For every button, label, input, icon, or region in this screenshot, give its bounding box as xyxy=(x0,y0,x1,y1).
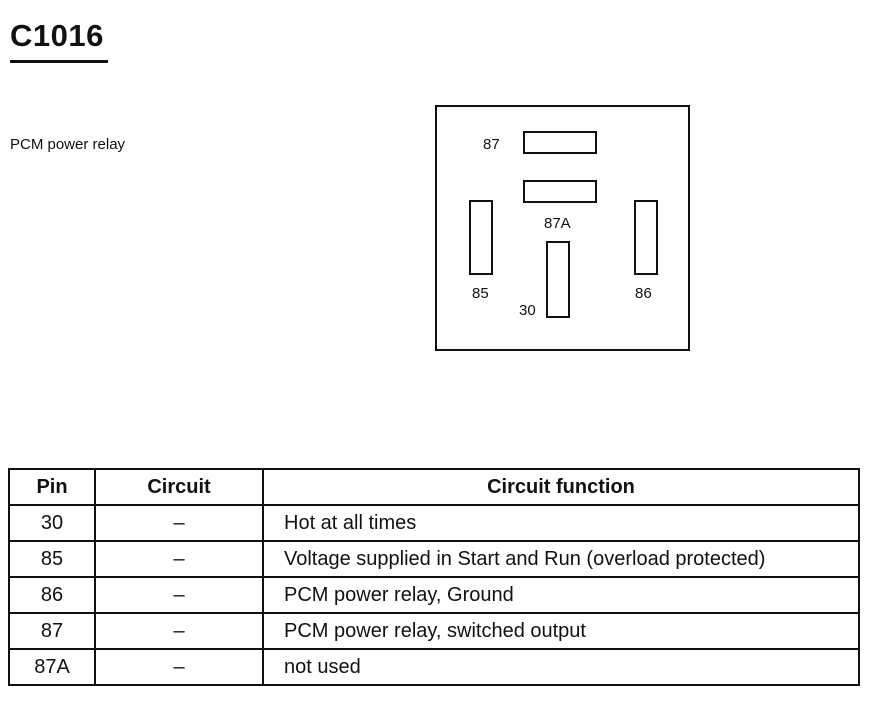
title-underline xyxy=(10,60,108,63)
column-header-circuit: Circuit xyxy=(94,468,264,506)
terminal-30-label: 30 xyxy=(519,302,536,319)
terminal-30 xyxy=(546,241,570,318)
cell-circuit: – xyxy=(94,576,264,614)
cell-circuit-function: Hot at all times xyxy=(262,504,860,542)
cell-pin: 87A xyxy=(8,648,96,686)
cell-circuit: – xyxy=(94,540,264,578)
pin-table: Pin Circuit Circuit function 30 – Hot at… xyxy=(8,468,860,686)
cell-pin: 86 xyxy=(8,576,96,614)
cell-circuit: – xyxy=(94,648,264,686)
terminal-87 xyxy=(523,131,597,154)
cell-circuit: – xyxy=(94,504,264,542)
cell-circuit-function: PCM power relay, switched output xyxy=(262,612,860,650)
connector-id-title: C1016 xyxy=(10,18,104,53)
cell-circuit-function: PCM power relay, Ground xyxy=(262,576,860,614)
column-header-circuit-function: Circuit function xyxy=(262,468,860,506)
cell-circuit-function: Voltage supplied in Start and Run (overl… xyxy=(262,540,860,578)
terminal-85-label: 85 xyxy=(472,285,489,302)
terminal-85 xyxy=(469,200,493,275)
table-row: 85 – Voltage supplied in Start and Run (… xyxy=(8,540,860,578)
cell-circuit-function: not used xyxy=(262,648,860,686)
terminal-87-label: 87 xyxy=(483,136,500,153)
table-row: 87 – PCM power relay, switched output xyxy=(8,612,860,650)
terminal-87a xyxy=(523,180,597,203)
terminal-87a-label: 87A xyxy=(544,215,571,232)
table-row: 30 – Hot at all times xyxy=(8,504,860,542)
table-row: 86 – PCM power relay, Ground xyxy=(8,576,860,614)
cell-pin: 30 xyxy=(8,504,96,542)
terminal-86 xyxy=(634,200,658,275)
table-header-row: Pin Circuit Circuit function xyxy=(8,468,860,506)
connector-description: PCM power relay xyxy=(10,136,126,153)
cell-circuit: – xyxy=(94,612,264,650)
table-row: 87A – not used xyxy=(8,648,860,686)
cell-pin: 87 xyxy=(8,612,96,650)
column-header-pin: Pin xyxy=(8,468,96,506)
terminal-86-label: 86 xyxy=(635,285,652,302)
cell-pin: 85 xyxy=(8,540,96,578)
connector-face-diagram: 87 87A 85 86 30 xyxy=(435,105,690,351)
